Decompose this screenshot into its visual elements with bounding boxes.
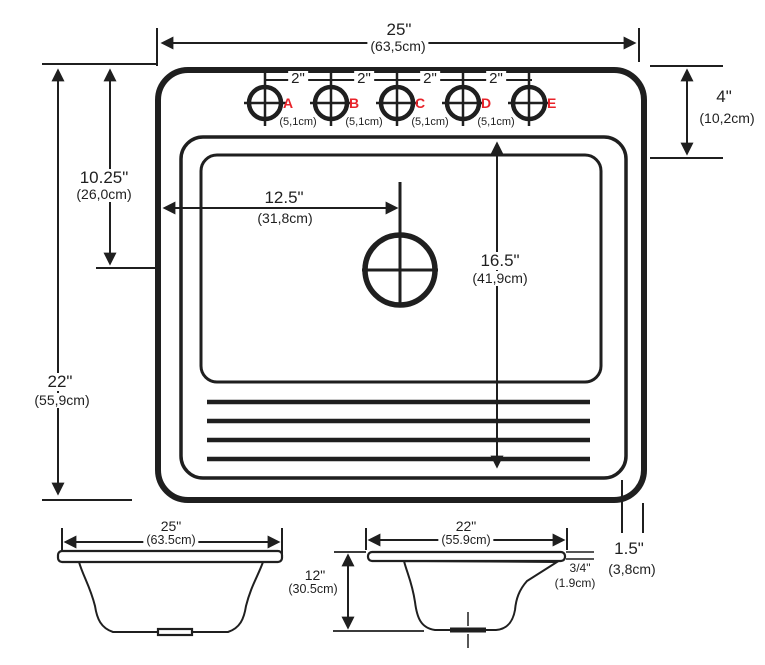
sink-front-view bbox=[56, 528, 284, 637]
hole-label-d: D bbox=[481, 95, 492, 111]
side-depth-cm: (30.5cm) bbox=[288, 582, 338, 596]
front-width-cm: (63.5cm) bbox=[143, 533, 199, 548]
front-rim bbox=[56, 549, 284, 564]
rim-thickness-cm: (1.9cm) bbox=[554, 576, 596, 590]
hole-spacing-cd-inches: 2" bbox=[420, 71, 440, 87]
faucet-hole-d-icon bbox=[442, 73, 484, 126]
hole-label-e: E bbox=[547, 95, 557, 111]
dim-deck-depth bbox=[650, 65, 723, 159]
top-height-cm: (55,9cm) bbox=[31, 393, 93, 408]
basin-length-cm: (41,9cm) bbox=[469, 271, 531, 286]
hole-spacing-de-cm: (5,1cm) bbox=[474, 116, 518, 129]
dim-rim-thickness-ticks bbox=[566, 551, 594, 560]
drain-crosshair bbox=[362, 182, 438, 308]
hole-label-a: A bbox=[283, 95, 294, 111]
side-width-inches: 22" bbox=[455, 518, 477, 534]
faucet-hole-c-icon bbox=[376, 73, 418, 126]
dim-left-height bbox=[42, 63, 158, 501]
side-depth-inches: 12" bbox=[304, 567, 326, 583]
faucet-hole-a-icon bbox=[244, 73, 286, 126]
dim-side-depth bbox=[333, 551, 424, 632]
side-body-outline bbox=[402, 559, 561, 631]
sink-top-view bbox=[42, 28, 723, 533]
left-to-drain-cm: (31,8cm) bbox=[257, 210, 313, 226]
top-width-inches: 25" bbox=[386, 20, 412, 39]
faucet-hole-b-icon bbox=[310, 73, 352, 126]
dim-rim-width bbox=[621, 480, 644, 533]
hole-spacing-ab-cm: (5,1cm) bbox=[276, 116, 320, 129]
side-rim bbox=[366, 550, 567, 563]
basin-length-inches: 16.5" bbox=[477, 252, 523, 270]
rim-width-inches: 1.5" bbox=[614, 539, 644, 558]
front-width-inches: 25" bbox=[160, 518, 182, 534]
hole-label-c: C bbox=[415, 95, 426, 111]
top-to-drain-cm: (26,0cm) bbox=[73, 187, 135, 202]
deck-depth-inches: 4" bbox=[716, 87, 732, 106]
front-drain bbox=[156, 627, 194, 637]
hole-label-b: B bbox=[349, 95, 360, 111]
rim-thickness-inches: 3/4" bbox=[569, 561, 591, 575]
left-to-drain-inches: 12.5" bbox=[264, 188, 304, 207]
hole-spacing-de-inches: 2" bbox=[486, 71, 506, 87]
faucet-hole-e-icon bbox=[508, 73, 550, 126]
hole-spacing-ab-inches: 2" bbox=[288, 71, 308, 87]
dim-top-to-drain bbox=[96, 68, 161, 269]
rim-width-cm: (3,8cm) bbox=[608, 561, 656, 577]
hole-spacing-cd-cm: (5,1cm) bbox=[408, 116, 452, 129]
top-to-drain-inches: 10.25" bbox=[76, 169, 132, 187]
hole-spacing-bc-inches: 2" bbox=[354, 71, 374, 87]
front-body-outline bbox=[77, 561, 265, 633]
drainboard-ridges bbox=[207, 399, 590, 462]
hole-spacing-bc-cm: (5,1cm) bbox=[342, 116, 386, 129]
side-width-cm: (55.9cm) bbox=[438, 533, 494, 548]
sink-side-view bbox=[333, 528, 594, 648]
deck-depth-cm: (10,2cm) bbox=[699, 110, 755, 126]
top-width-cm: (63,5cm) bbox=[367, 39, 429, 54]
top-height-inches: 22" bbox=[44, 373, 76, 391]
